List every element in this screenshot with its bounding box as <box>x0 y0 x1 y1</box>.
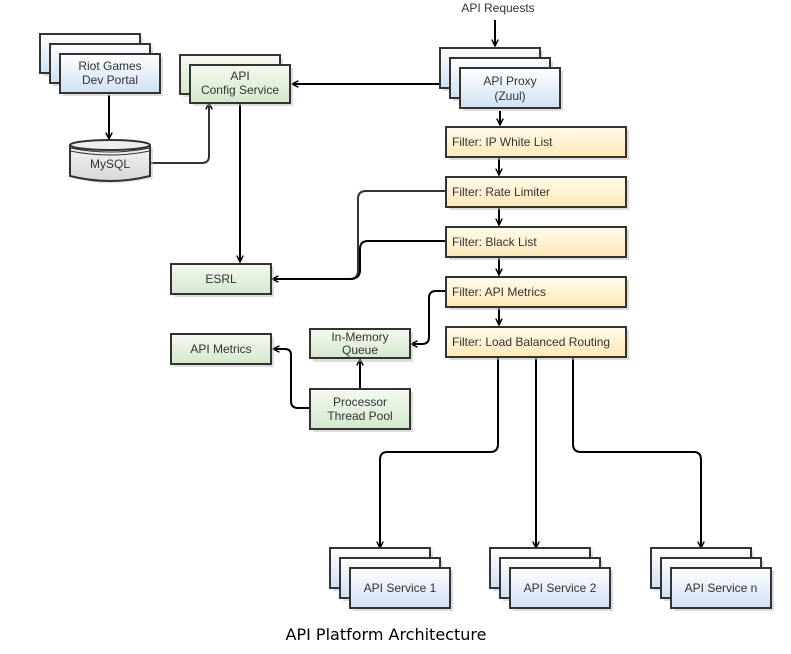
node-filter-black-list[interactable]: Filter: Black List <box>445 226 629 260</box>
node-label: Processor <box>333 395 387 409</box>
node-label: Filter: Load Balanced Routing <box>452 335 610 349</box>
node-esrl[interactable]: ESRL <box>170 263 274 297</box>
edge-routing-to-service-1 <box>380 357 499 548</box>
node-label: Filter: API Metrics <box>452 285 546 299</box>
node-api-service-1[interactable]: API Service 1 <box>329 547 453 611</box>
node-in-memory-queue[interactable]: In-Memory Queue <box>309 328 413 362</box>
node-api-proxy[interactable]: API Proxy (Zuul) <box>439 47 563 111</box>
node-filter-api-metrics[interactable]: Filter: API Metrics <box>445 276 629 310</box>
node-filter-load-balanced-routing[interactable]: Filter: Load Balanced Routing <box>445 326 629 360</box>
node-label: API Service 2 <box>524 581 597 595</box>
node-api-service-n[interactable]: API Service n <box>650 547 774 611</box>
node-config-service[interactable]: API Config Service <box>179 54 293 106</box>
edge-mysql-to-config <box>151 103 209 164</box>
edge-metrics-to-queue <box>411 290 446 344</box>
node-mysql[interactable]: MySQL <box>69 139 153 183</box>
external-input-label: API Requests <box>461 1 534 15</box>
node-label: In-Memory <box>331 330 388 344</box>
node-label: API Proxy <box>483 74 536 88</box>
node-label: Filter: Rate Limiter <box>452 185 550 199</box>
node-label: Thread Pool <box>327 409 392 423</box>
node-filter-rate-limiter[interactable]: Filter: Rate Limiter <box>445 176 629 210</box>
diagram-title: API Platform Architecture <box>286 625 487 644</box>
node-label: ESRL <box>205 272 237 286</box>
edge-pool-to-metrics <box>273 349 310 409</box>
node-label: API Service 1 <box>364 581 437 595</box>
node-label: (Zuul) <box>494 89 525 103</box>
node-label: API Service n <box>685 581 758 595</box>
edge-black-to-esrl <box>272 240 446 279</box>
node-label: Queue <box>342 343 378 357</box>
node-label: API Metrics <box>190 342 251 356</box>
edge-routing-to-service-n <box>572 357 701 548</box>
node-label: Dev Portal <box>82 73 138 87</box>
node-label: Filter: IP White List <box>452 135 553 149</box>
node-label: Config Service <box>201 83 279 97</box>
node-processor-thread-pool[interactable]: Processor Thread Pool <box>309 388 413 432</box>
node-label: API <box>230 69 249 83</box>
node-label: MySQL <box>90 157 130 171</box>
edges <box>109 20 701 548</box>
node-filter-ip-white-list[interactable]: Filter: IP White List <box>445 126 629 160</box>
node-api-metrics[interactable]: API Metrics <box>170 333 274 367</box>
node-label: Riot Games <box>78 59 141 73</box>
node-label: Filter: Black List <box>452 235 537 249</box>
node-dev-portal[interactable]: Riot Games Dev Portal <box>39 33 163 96</box>
node-api-service-2[interactable]: API Service 2 <box>489 547 613 611</box>
